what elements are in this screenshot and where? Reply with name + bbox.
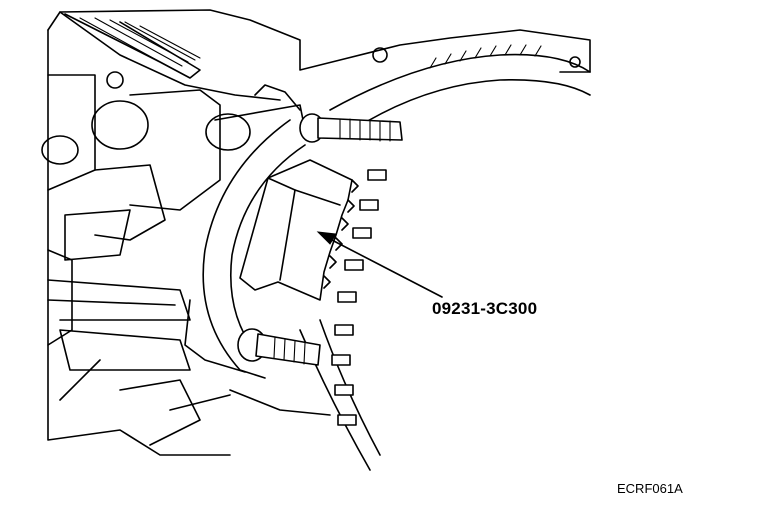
bracket-plate [184, 84, 306, 379]
leader-arrow [316, 231, 443, 298]
bolt [237, 328, 321, 366]
part-number-label: 09231-3C300 [432, 299, 538, 318]
holder-tool [239, 159, 359, 301]
engine-block-drawing [41, 9, 591, 456]
bolt [299, 113, 403, 143]
flywheel-ring-gear [299, 44, 591, 471]
figure-code: ECRF061A [617, 481, 683, 496]
